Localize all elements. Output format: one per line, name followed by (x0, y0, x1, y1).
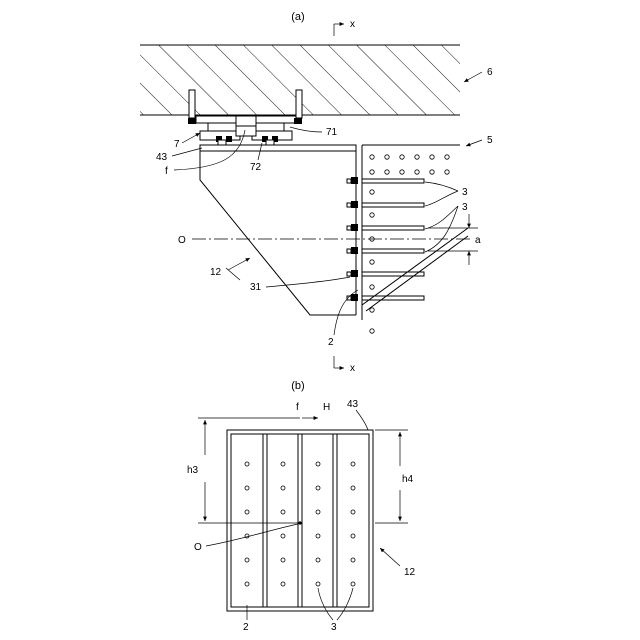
label-fitting-71: 71 (326, 127, 338, 138)
figure-b: (b) f H 43 (187, 380, 416, 633)
label-wall-2: 2 (328, 337, 334, 348)
column: 5 (362, 135, 493, 333)
label-bracket: 7 (174, 139, 180, 150)
label-frame-12-b: 12 (404, 567, 416, 578)
section-label-bottom: x (350, 363, 355, 374)
dimension-a: a (428, 214, 481, 265)
label-center-o-a: O (178, 235, 186, 246)
figure-b-caption: (b) (291, 380, 304, 392)
label-plates-3-b: 3 (331, 622, 337, 633)
label-frame-12: 12 (210, 267, 222, 278)
plate-43 (200, 145, 356, 151)
figure-a-caption: (a) (291, 11, 304, 23)
label-bolt-72: 72 (250, 162, 262, 173)
label-center-o-b: O (194, 542, 202, 553)
figure-a: (a) x 6 (140, 11, 493, 374)
label-plate-43: 43 (156, 152, 168, 163)
label-plates-3-lower: 3 (462, 202, 468, 213)
label-plate-43-b: 43 (347, 399, 359, 410)
label-column-5: 5 (487, 135, 493, 146)
plate-labels: 3 3 (425, 182, 468, 252)
lower-labels-a: 31 2 (250, 277, 358, 348)
section-marker-top: x (334, 19, 355, 36)
frame-label-b: 12 (380, 548, 416, 578)
label-height-h4: h4 (402, 474, 414, 485)
label-bolt-31: 31 (250, 282, 262, 293)
section-marker-bottom: x (334, 356, 355, 374)
label-force-f-b: f (296, 402, 299, 413)
label-slab: 6 (487, 67, 493, 78)
label-wall-2-b: 2 (243, 622, 249, 633)
label-plates-3: 3 (462, 187, 468, 198)
force-arrow: f H (296, 402, 330, 418)
label-force-f: f (165, 166, 168, 177)
section-label-top: x (350, 19, 355, 30)
support-frame: 12 (200, 145, 362, 320)
dimension-h4: h4 (375, 430, 414, 523)
label-direction-h: H (323, 402, 330, 413)
center-line-a: O (178, 235, 470, 246)
label-spacing-a: a (475, 235, 481, 246)
label-height-h3: h3 (187, 465, 199, 476)
